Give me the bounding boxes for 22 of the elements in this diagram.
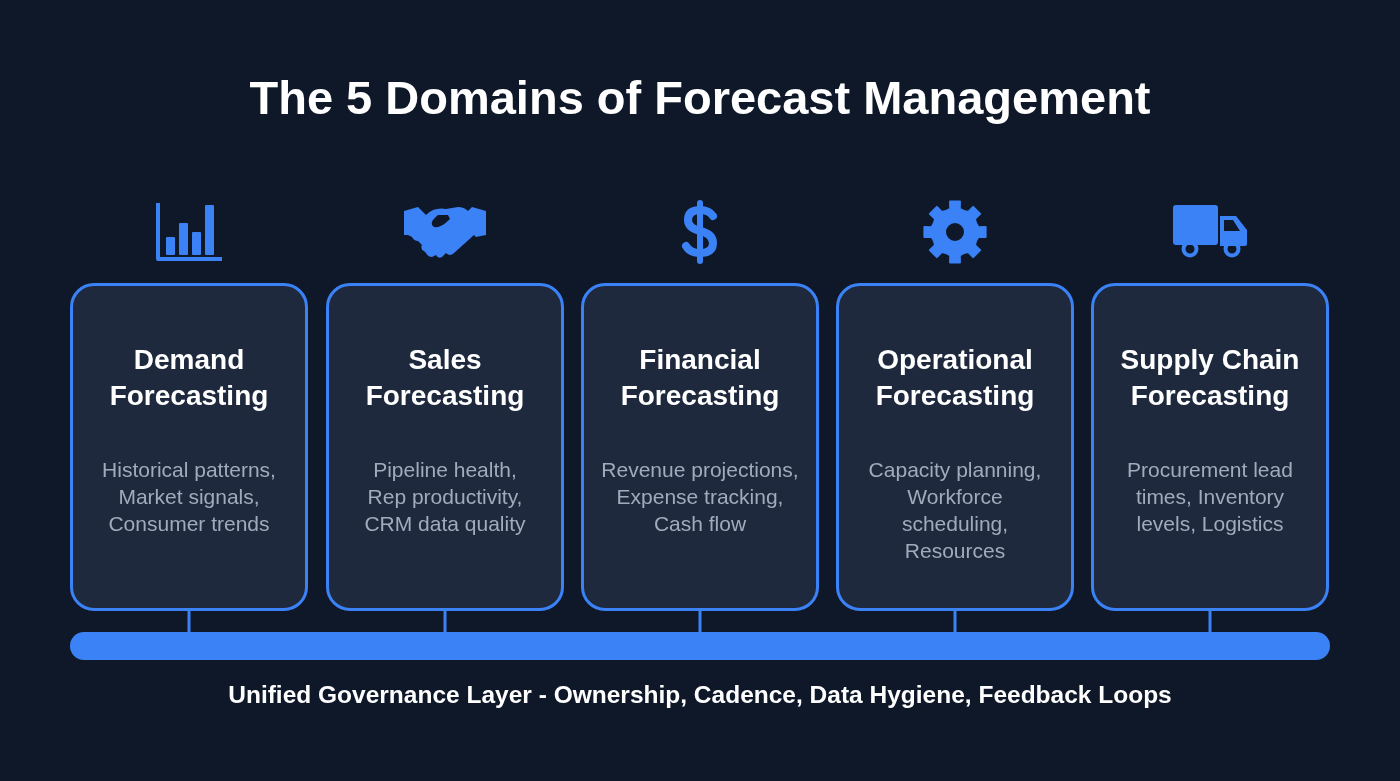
card-heading: Financial Forecasting — [619, 343, 781, 413]
connector-line — [1208, 611, 1212, 632]
card-heading: Demand Forecasting — [108, 343, 270, 413]
connector-line — [443, 611, 447, 632]
connector-line — [953, 611, 957, 632]
bar-caption: Unified Governance Layer - Ownership, Cadence, Data Hygiene, Feedback Loops — [228, 680, 1172, 710]
card-description: Pipeline health, Rep productivity, CRM data quality — [363, 457, 527, 537]
domain-card — [70, 283, 308, 611]
card-heading: Supply Chain Forecasting — [1119, 343, 1301, 413]
title: The 5 Domains of Forecast Management — [248, 70, 1152, 126]
connector-line — [187, 611, 191, 632]
domain-card — [581, 283, 819, 611]
card-heading: Operational Forecasting — [874, 343, 1036, 413]
card-description: Historical patterns, Market signals, Consumer trends — [101, 457, 277, 537]
card-heading: Sales Forecasting — [364, 343, 526, 413]
card-description: Capacity planning, Workforce scheduling, Resources — [867, 457, 1043, 564]
domain-card — [326, 283, 564, 611]
card-description: Revenue projections, Expense tracking, Cash flow — [600, 457, 800, 537]
card-description: Procurement lead times, Inventory levels, Logistics — [1126, 457, 1294, 537]
domain-card — [1091, 283, 1329, 611]
domain-card — [836, 283, 1074, 611]
connector-line — [698, 611, 702, 632]
